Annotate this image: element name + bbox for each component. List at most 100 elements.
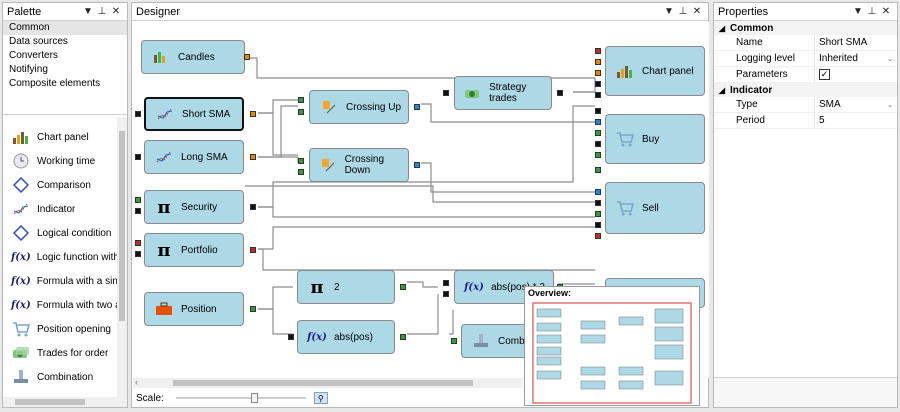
port-input[interactable] xyxy=(135,154,141,160)
property-value-name[interactable]: Short SMA xyxy=(814,35,897,50)
node-sell[interactable]: Sell xyxy=(605,182,705,234)
port-input[interactable] xyxy=(298,97,304,103)
dropdown-icon[interactable]: ▼ xyxy=(853,6,863,17)
tool-chart-panel[interactable]: Chart panel xyxy=(3,125,119,149)
chevron-down-icon[interactable]: ⌄ xyxy=(887,101,893,109)
port-input[interactable] xyxy=(595,59,601,65)
tool-combination[interactable]: Combination xyxy=(3,365,119,389)
port-input[interactable] xyxy=(135,240,141,246)
category-notifying[interactable]: Notifying xyxy=(9,64,48,75)
hscrollbar-thumb[interactable] xyxy=(15,399,85,405)
port-input[interactable] xyxy=(595,233,601,239)
type-select[interactable]: SMA ⌄ xyxy=(814,97,897,112)
dropdown-icon[interactable]: ▼ xyxy=(664,6,674,17)
zoom-fit-icon[interactable]: ⚲ xyxy=(313,392,328,404)
port-output[interactable] xyxy=(250,111,256,117)
property-row-parameters[interactable]: Parameters ✓ xyxy=(714,67,897,83)
port-input[interactable] xyxy=(443,90,449,96)
logging-level-select[interactable]: Inherited ⌄ xyxy=(814,51,897,66)
node-short-sma[interactable]: Short SMA xyxy=(144,97,244,131)
property-group-indicator[interactable]: ◢ Indicator xyxy=(714,83,897,97)
port-input[interactable] xyxy=(595,108,601,114)
pin-icon[interactable]: ⊥ xyxy=(97,6,107,17)
tool-partial[interactable] xyxy=(3,389,119,395)
tool-comparison[interactable]: Comparison xyxy=(3,173,119,197)
node-pi-2[interactable]: π 2 xyxy=(297,270,395,304)
tool-position-opening[interactable]: Position opening xyxy=(3,317,119,341)
port-input[interactable] xyxy=(595,200,601,206)
scroll-left-icon[interactable]: ‹ xyxy=(135,377,138,387)
port-input[interactable] xyxy=(595,152,601,158)
dropdown-icon[interactable]: ▼ xyxy=(83,6,93,17)
port-output[interactable] xyxy=(400,334,406,340)
port-input[interactable] xyxy=(595,119,601,125)
port-output[interactable] xyxy=(557,90,563,96)
category-composite-elements[interactable]: Composite elements xyxy=(9,78,101,89)
collapse-icon[interactable]: ◢ xyxy=(718,85,726,95)
designer-hscrollbar[interactable]: ‹ xyxy=(133,377,523,388)
port-input[interactable] xyxy=(451,338,457,344)
palette-hscrollbar[interactable] xyxy=(3,397,127,407)
port-input[interactable] xyxy=(595,48,601,54)
property-row-name[interactable]: Name Short SMA xyxy=(714,35,897,51)
node-chart-panel[interactable]: Chart panel xyxy=(605,46,705,96)
tool-trades-for-order[interactable]: Trades for order xyxy=(3,341,119,365)
collapse-icon[interactable]: ◢ xyxy=(718,23,726,33)
port-input[interactable] xyxy=(595,141,601,147)
node-position[interactable]: Position xyxy=(144,292,244,326)
port-input[interactable] xyxy=(595,222,601,228)
property-row-period[interactable]: Period 5 xyxy=(714,113,897,129)
port-input[interactable] xyxy=(298,158,304,164)
category-common[interactable]: Common xyxy=(3,21,127,35)
port-input[interactable] xyxy=(135,251,141,257)
palette-scrollbar[interactable] xyxy=(117,117,127,397)
scale-slider[interactable] xyxy=(175,393,306,403)
overview-panel[interactable]: Overview: xyxy=(524,286,700,406)
node-buy[interactable]: Buy xyxy=(605,114,705,164)
tool-indicator[interactable]: Indicator xyxy=(3,197,119,221)
category-converters[interactable]: Converters xyxy=(9,50,58,61)
port-input[interactable] xyxy=(135,208,141,214)
tool-working-time[interactable]: Working time xyxy=(3,149,119,173)
node-long-sma[interactable]: Long SMA xyxy=(144,140,244,174)
hscrollbar-thumb[interactable] xyxy=(173,380,473,386)
slider-thumb[interactable] xyxy=(250,393,258,403)
port-output[interactable] xyxy=(414,104,420,110)
port-output[interactable] xyxy=(244,54,250,60)
tool-logic-function[interactable]: f(x) Logic function with o xyxy=(3,245,119,269)
property-row-logging-level[interactable]: Logging level Inherited ⌄ xyxy=(714,51,897,67)
node-crossing-down[interactable]: Crossing Down xyxy=(309,148,409,182)
port-output[interactable] xyxy=(250,154,256,160)
tool-formula-single[interactable]: f(x) Formula with a single xyxy=(3,269,119,293)
tool-logical-condition[interactable]: Logical condition xyxy=(3,221,119,245)
port-input[interactable] xyxy=(595,167,601,173)
property-group-common[interactable]: ◢ Common xyxy=(714,21,897,35)
port-output[interactable] xyxy=(400,284,406,290)
port-input[interactable] xyxy=(595,211,601,217)
node-strategy-trades[interactable]: Strategy trades xyxy=(454,76,552,110)
chevron-down-icon[interactable]: ⌄ xyxy=(887,55,893,63)
port-input[interactable] xyxy=(298,109,304,115)
port-input[interactable] xyxy=(443,280,449,286)
port-input[interactable] xyxy=(135,197,141,203)
port-input[interactable] xyxy=(595,81,601,87)
parameters-checkbox[interactable]: ✓ xyxy=(819,69,830,80)
port-input[interactable] xyxy=(595,130,601,136)
tool-formula-two-args[interactable]: f(x) Formula with two arg xyxy=(3,293,119,317)
close-icon[interactable]: ✕ xyxy=(111,6,121,17)
scrollbar-thumb[interactable] xyxy=(119,131,125,321)
port-output[interactable] xyxy=(250,306,256,312)
port-output[interactable] xyxy=(250,204,256,210)
port-output[interactable] xyxy=(250,247,256,253)
property-value-period[interactable]: 5 xyxy=(814,113,897,128)
close-icon[interactable]: ✕ xyxy=(692,6,702,17)
node-crossing-up[interactable]: Crossing Up xyxy=(309,90,409,124)
node-candles[interactable]: Candles xyxy=(141,40,245,74)
port-input[interactable] xyxy=(298,169,304,175)
category-data-sources[interactable]: Data sources xyxy=(9,36,68,47)
node-portfolio[interactable]: π Portfolio xyxy=(144,233,244,267)
port-input[interactable] xyxy=(288,334,294,340)
node-abs-pos[interactable]: f(x) abs(pos) xyxy=(297,320,395,354)
pin-icon[interactable]: ⊥ xyxy=(678,6,688,17)
property-row-type[interactable]: Type SMA ⌄ xyxy=(714,97,897,113)
